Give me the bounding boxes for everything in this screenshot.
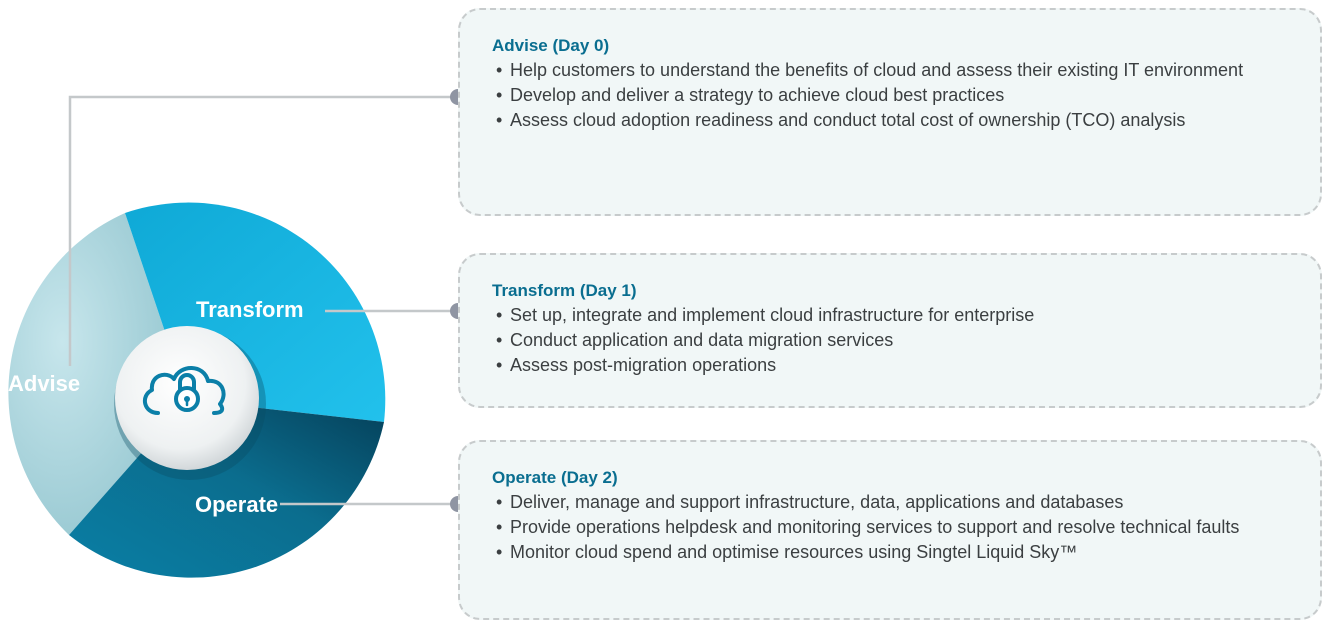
- advise-panel: Advise (Day 0) Help customers to underst…: [458, 8, 1322, 216]
- list-item: Set up, integrate and implement cloud in…: [496, 303, 1300, 328]
- list-item: Conduct application and data migration s…: [496, 328, 1300, 353]
- list-item: Monitor cloud spend and optimise resourc…: [496, 540, 1300, 565]
- operate-panel: Operate (Day 2) Deliver, manage and supp…: [458, 440, 1322, 620]
- operate-segment: [69, 400, 384, 578]
- transform-bullet-list: Set up, integrate and implement cloud in…: [496, 303, 1300, 378]
- list-item: Assess post-migration operations: [496, 353, 1300, 378]
- advise-connector: [68, 95, 458, 366]
- list-item: Assess cloud adoption readiness and cond…: [496, 108, 1300, 133]
- list-item: Help customers to understand the benefit…: [496, 58, 1300, 83]
- wheel-label-operate: Operate: [195, 492, 279, 517]
- operate-bullet-list: Deliver, manage and support infrastructu…: [496, 490, 1300, 565]
- list-item: Deliver, manage and support infrastructu…: [496, 490, 1300, 515]
- cloud-lock-icon: [142, 366, 226, 415]
- wheel-label-advise: Advise: [8, 371, 81, 396]
- advise-panel-title: Advise (Day 0): [492, 36, 610, 55]
- transform-panel-title: Transform (Day 1): [492, 281, 637, 300]
- list-item: Provide operations helpdesk and monitori…: [496, 515, 1300, 540]
- advise-segment: [8, 213, 188, 535]
- operate-panel-title: Operate (Day 2): [492, 468, 618, 487]
- advise-bullet-list: Help customers to understand the benefit…: [496, 58, 1300, 133]
- transform-panel: Transform (Day 1) Set up, integrate and …: [458, 253, 1322, 408]
- list-item: Develop and deliver a strategy to achiev…: [496, 83, 1300, 108]
- wheel-label-transform: Transform: [196, 297, 304, 322]
